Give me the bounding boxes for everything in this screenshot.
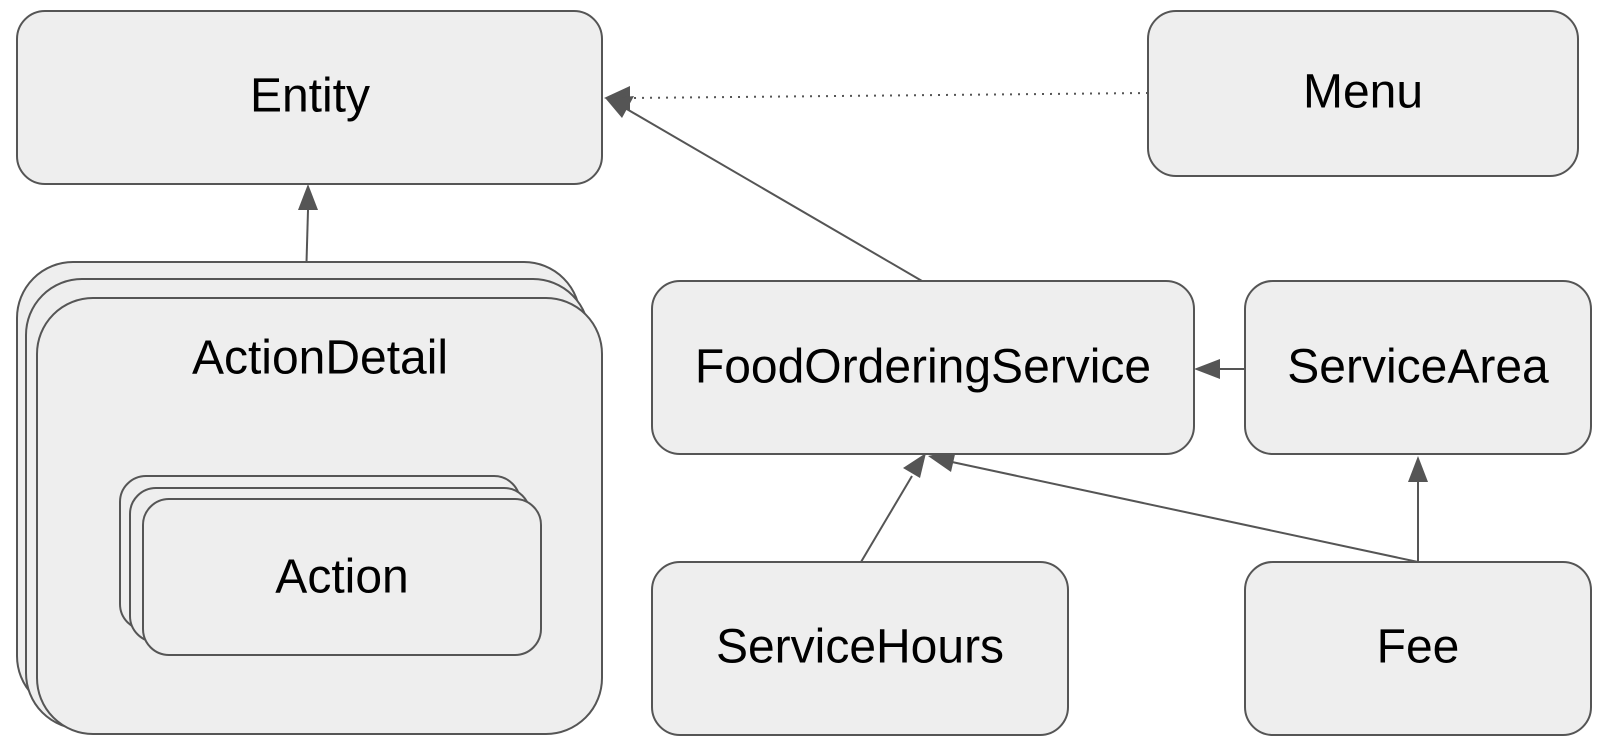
node-label: Entity xyxy=(250,70,370,123)
node-label: ActionDetail xyxy=(192,332,448,385)
arrowhead xyxy=(298,184,318,210)
arrowhead xyxy=(928,450,956,472)
node-service-area[interactable]: ServiceArea xyxy=(1244,280,1592,455)
edge-menu-to-entity xyxy=(604,86,1149,110)
node-box xyxy=(16,10,603,185)
edge-line xyxy=(624,107,923,282)
node-action-detail[interactable]: ActionDetail Action xyxy=(16,261,603,735)
node-box xyxy=(1147,10,1579,177)
node-box xyxy=(651,280,1195,455)
arrowhead xyxy=(903,453,926,478)
node-label: Menu xyxy=(1303,66,1423,119)
edge-line xyxy=(629,92,1149,99)
node-fee[interactable]: Fee xyxy=(1244,561,1592,736)
node-entity[interactable]: Entity xyxy=(16,10,603,185)
edge-service-hours-to-food-ordering-service xyxy=(860,453,926,563)
node-label: Action xyxy=(275,551,408,604)
stack-layer-front xyxy=(142,498,542,656)
arrowhead xyxy=(1408,456,1428,482)
node-service-hours[interactable]: ServiceHours xyxy=(651,561,1069,736)
edge-fee-to-food-ordering-service xyxy=(928,450,1419,563)
edge-fee-to-service-area xyxy=(1408,456,1428,562)
node-food-ordering-service[interactable]: FoodOrderingService xyxy=(651,280,1195,455)
node-box xyxy=(1244,280,1592,455)
edge-food-ordering-service-to-entity xyxy=(606,96,923,282)
node-label: ServiceArea xyxy=(1287,341,1549,394)
node-box xyxy=(651,561,1069,736)
node-action[interactable]: Action xyxy=(119,475,542,656)
arrowhead xyxy=(1194,359,1220,379)
node-menu[interactable]: Menu xyxy=(1147,10,1579,177)
node-box xyxy=(1244,561,1592,736)
node-label: Fee xyxy=(1377,621,1460,674)
node-label: ServiceHours xyxy=(716,621,1004,674)
arrowhead xyxy=(606,96,634,118)
edge-line xyxy=(951,461,1419,563)
node-label: FoodOrderingService xyxy=(695,341,1151,394)
edge-service-area-to-food-ordering-service xyxy=(1194,359,1245,379)
edge-line xyxy=(860,475,913,563)
edges xyxy=(298,86,1428,563)
